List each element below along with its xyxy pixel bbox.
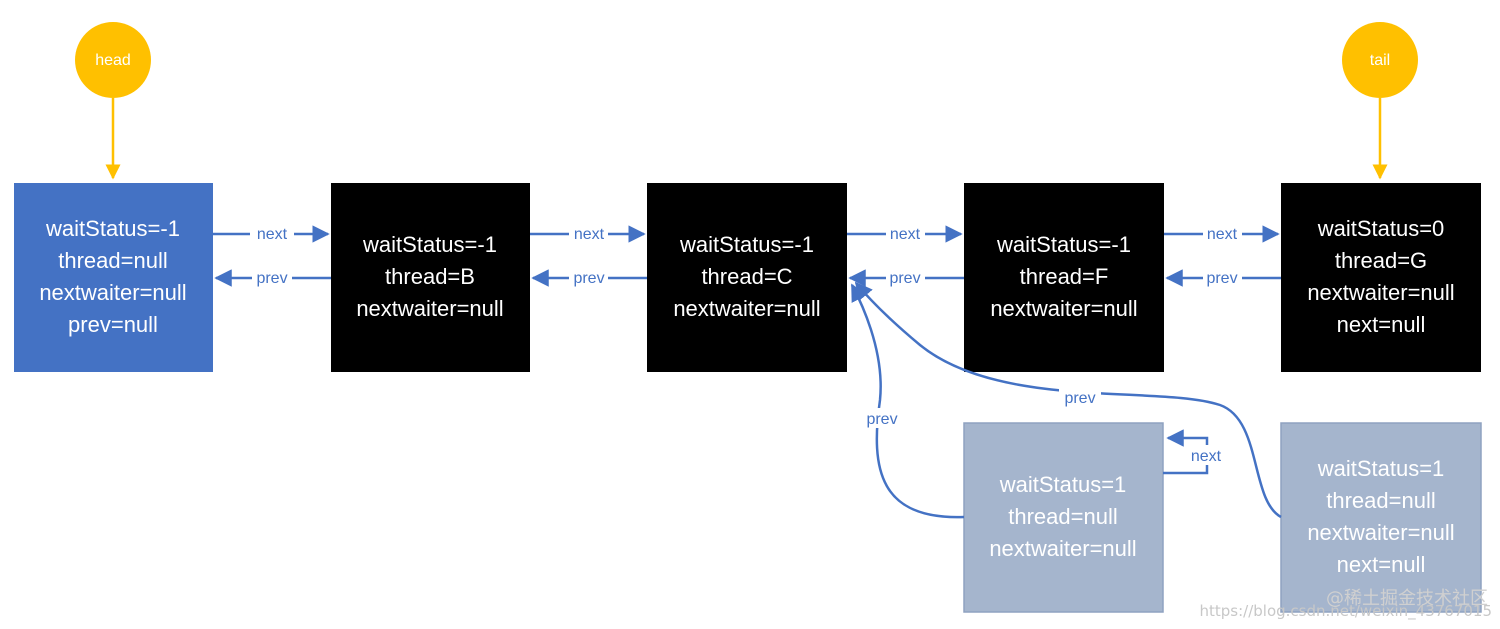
node-line: thread=F <box>1020 264 1109 289</box>
prev-label: prev <box>573 270 604 287</box>
node-line: nextwaiter=null <box>989 536 1136 561</box>
node-line: waitStatus=-1 <box>679 232 814 257</box>
node-line: waitStatus=-1 <box>996 232 1131 257</box>
node-line: waitStatus=-1 <box>362 232 497 257</box>
node-line: nextwaiter=null <box>990 296 1137 321</box>
prev-label: prev <box>889 270 920 287</box>
next-label: next <box>574 226 605 243</box>
watermark-site: @稀土掘金技术社区 <box>1326 588 1488 609</box>
node-line: nextwaiter=null <box>39 280 186 305</box>
prev-label: prev <box>1064 390 1095 407</box>
node-cancelled-1: waitStatus=1 thread=null nextwaiter=null <box>963 422 1164 613</box>
prev-label: prev <box>256 270 287 287</box>
watermark-url: https://blog.csdn.net/weixin_43767015 <box>1199 602 1492 621</box>
node-line: nextwaiter=null <box>356 296 503 321</box>
node-thread-b: waitStatus=-1 thread=B nextwaiter=null <box>331 183 530 372</box>
node-line: nextwaiter=null <box>673 296 820 321</box>
node-line: waitStatus=1 <box>1317 456 1445 481</box>
watermark: https://blog.csdn.net/weixin_43767015 @稀… <box>1199 588 1492 621</box>
node-line: thread=C <box>701 264 792 289</box>
tail-label: tail <box>1370 52 1390 69</box>
head-pointer: head <box>75 22 151 180</box>
tail-pointer: tail <box>1342 22 1418 180</box>
node-line: prev=null <box>68 312 158 337</box>
node-line: waitStatus=0 <box>1317 216 1445 241</box>
node-thread-c: waitStatus=-1 thread=C nextwaiter=null <box>647 183 847 372</box>
prev-label: prev <box>866 411 897 428</box>
node-line: next=null <box>1337 552 1426 577</box>
node-line: nextwaiter=null <box>1307 520 1454 545</box>
node-cancelled-2: waitStatus=1 thread=null nextwaiter=null… <box>1280 422 1482 613</box>
node-line: waitStatus=-1 <box>45 216 180 241</box>
next-label: next <box>890 226 921 243</box>
next-label: next <box>1191 448 1222 465</box>
node-line: thread=null <box>1008 504 1117 529</box>
edge-labels: next prev next prev next prev next prev … <box>250 224 1238 465</box>
next-label: next <box>257 226 288 243</box>
node-line: waitStatus=1 <box>999 472 1127 497</box>
node-thread-g: waitStatus=0 thread=G nextwaiter=null ne… <box>1281 183 1481 372</box>
edges-horizontal <box>213 225 1281 287</box>
node-line: next=null <box>1337 312 1426 337</box>
node-head: waitStatus=-1 thread=null nextwaiter=nul… <box>14 183 213 372</box>
node-line: thread=G <box>1335 248 1427 273</box>
node-line: nextwaiter=null <box>1307 280 1454 305</box>
node-line: thread=null <box>58 248 167 273</box>
node-line: thread=B <box>385 264 475 289</box>
prev-label: prev <box>1206 270 1237 287</box>
node-line: thread=null <box>1326 488 1435 513</box>
next-label: next <box>1207 226 1238 243</box>
head-label: head <box>95 52 131 69</box>
node-thread-f: waitStatus=-1 thread=F nextwaiter=null <box>964 183 1164 372</box>
